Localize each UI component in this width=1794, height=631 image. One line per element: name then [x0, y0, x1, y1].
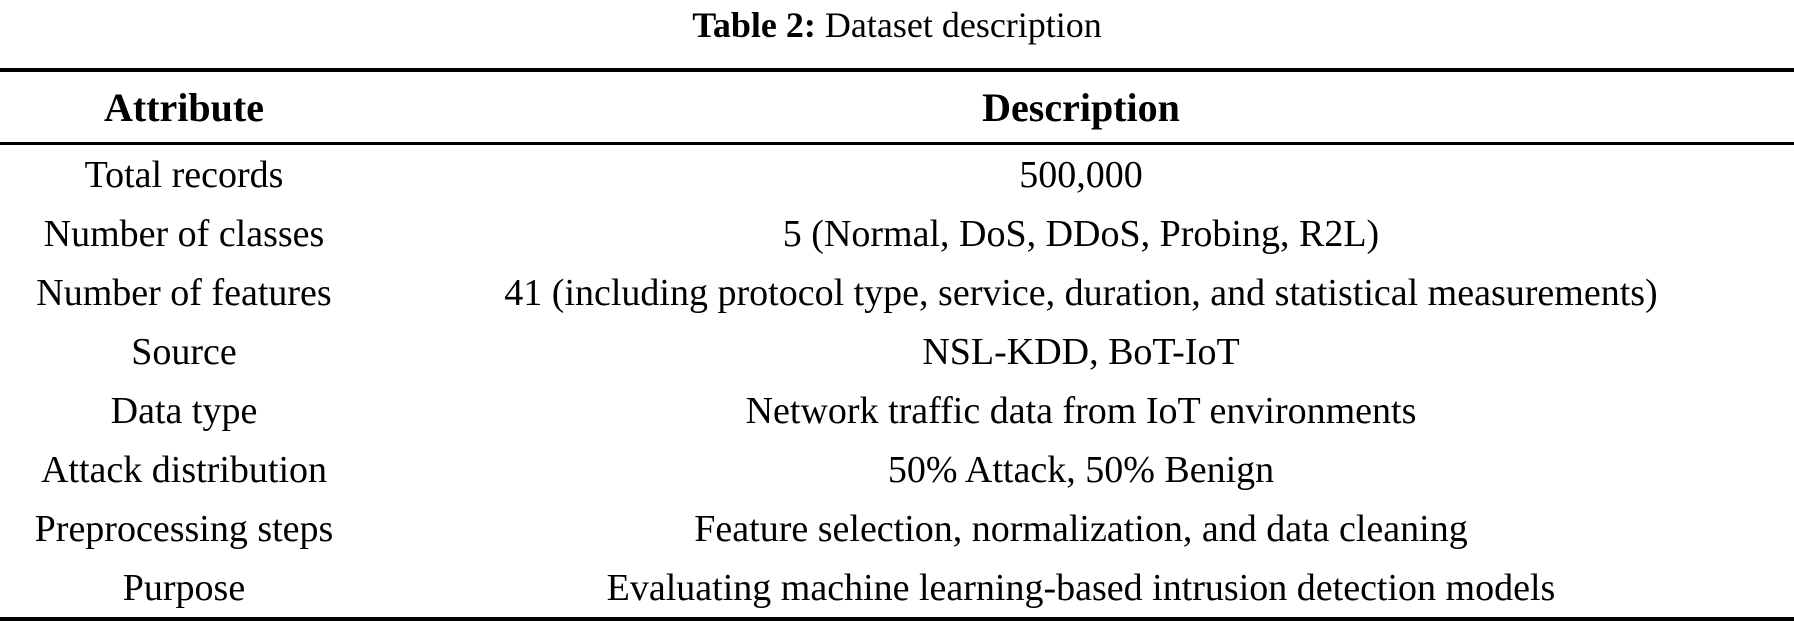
dataset-description-table: Attribute Description Total records 500,…	[0, 68, 1794, 621]
description-cell: 500,000	[1019, 153, 1143, 196]
description-cell: 41 (including protocol type, service, du…	[504, 271, 1658, 314]
table-row: Source NSL-KDD, BoT-IoT	[0, 322, 1794, 381]
table-body: Total records 500,000 Number of classes …	[0, 144, 1794, 620]
table-row: Attack distribution 50% Attack, 50% Beni…	[0, 440, 1794, 499]
description-cell: 50% Attack, 50% Benign	[887, 448, 1275, 491]
attribute-cell: Total records	[84, 153, 284, 196]
table-row: Total records 500,000	[0, 144, 1794, 205]
description-cell: NSL-KDD, BoT-IoT	[922, 330, 1240, 373]
attribute-cell: Source	[131, 330, 237, 373]
attribute-cell: Attack distribution	[40, 448, 328, 491]
attribute-cell: Preprocessing steps	[34, 507, 334, 550]
attribute-cell: Data type	[110, 389, 258, 432]
attribute-cell: Number of features	[36, 271, 332, 314]
table-row: Number of features 41 (including protoco…	[0, 263, 1794, 322]
description-cell: Feature selection, normalization, and da…	[694, 507, 1468, 550]
table-row: Number of classes 5 (Normal, DoS, DDoS, …	[0, 204, 1794, 263]
table-row: Purpose Evaluating machine learning-base…	[0, 558, 1794, 619]
attribute-cell: Number of classes	[43, 212, 325, 255]
header-description: Description	[982, 84, 1180, 130]
description-cell: Evaluating machine learning-based intrus…	[606, 566, 1556, 609]
attribute-cell: Purpose	[122, 566, 246, 609]
table-caption: Table 2: Dataset description	[0, 0, 1794, 68]
table-caption-label: Table 2:	[692, 5, 816, 45]
description-cell: Network traffic data from IoT environmen…	[745, 389, 1417, 432]
header-attribute: Attribute	[104, 84, 264, 130]
table-row: Data type Network traffic data from IoT …	[0, 381, 1794, 440]
header-row: Attribute Description	[0, 70, 1794, 144]
description-cell: 5 (Normal, DoS, DDoS, Probing, R2L)	[782, 212, 1380, 255]
table-caption-text: Dataset description	[815, 5, 1102, 45]
table-header: Attribute Description	[0, 70, 1794, 144]
table-row: Preprocessing steps Feature selection, n…	[0, 499, 1794, 558]
